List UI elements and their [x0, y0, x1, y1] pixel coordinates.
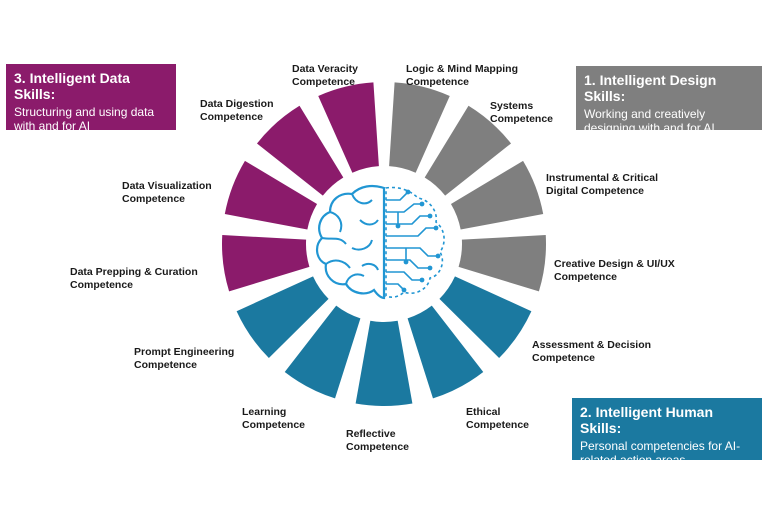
segment-label-line2: Digital Competence: [546, 185, 645, 197]
wheel-segment-human: [439, 276, 532, 358]
human-skills-description: Personal competencies for AI-related act…: [580, 439, 741, 467]
segment-label-line2: Competence: [346, 441, 410, 453]
segment-label-line1: Creative Design & UI/UX: [554, 258, 675, 270]
segment-label-line1: Systems: [490, 100, 534, 112]
design-skills-description: Working and creatively designing with an…: [584, 107, 715, 135]
segment-label-line2: Competence: [242, 419, 306, 431]
segment-label-line1: Assessment & Decision: [532, 339, 652, 351]
segment-label-line1: Ethical: [466, 406, 501, 418]
segment-label-line2: Competence: [200, 111, 264, 123]
wheel-segment-design: [424, 105, 512, 196]
segment-label-line1: Data Prepping & Curation: [70, 266, 198, 278]
wheel-segment-human: [407, 305, 484, 399]
wheel-segment-human: [236, 276, 329, 358]
wheel-segment-human: [284, 305, 361, 399]
segment-label-line1: Prompt Engineering: [134, 346, 235, 358]
design-skills-title: 1. Intelligent Design Skills:: [584, 72, 717, 104]
segment-label-line2: Competence: [70, 279, 134, 291]
segment-label-line2: Competence: [134, 359, 198, 371]
wheel-segment-data: [318, 82, 379, 173]
data-skills-box: 3. Intelligent Data Skills: Structuring …: [6, 64, 176, 133]
segment-label-line2: Competence: [406, 76, 470, 88]
human-skills-title: 2. Intelligent Human Skills:: [580, 404, 714, 436]
wheel-segment-data: [224, 160, 318, 230]
segment-label-line1: Data Visualization: [122, 180, 212, 192]
wheel-segment-data: [222, 235, 310, 292]
wheel-segment-design: [458, 235, 546, 292]
segment-label-line2: Competence: [466, 419, 530, 431]
segment-label-line1: Data Veracity: [292, 63, 358, 75]
data-skills-description: Structuring and using data with and for …: [14, 105, 155, 133]
wheel-segment-design: [389, 82, 450, 173]
segment-label-line1: Reflective: [346, 428, 396, 440]
segment-label-line1: Instrumental & Critical: [546, 172, 659, 184]
segment-label-line2: Competence: [292, 76, 356, 88]
data-skills-title: 3. Intelligent Data Skills:: [14, 70, 130, 102]
segment-label-line2: Competence: [532, 352, 596, 364]
design-skills-box: 1. Intelligent Design Skills: Working an…: [576, 66, 762, 135]
segment-label-line1: Logic & Mind Mapping: [406, 63, 518, 75]
segment-label-line2: Competence: [554, 271, 618, 283]
wheel-segment-design: [450, 160, 544, 230]
wheel-segment-human: [355, 320, 413, 407]
segment-label-line2: Competence: [122, 193, 186, 205]
human-skills-box: 2. Intelligent Human Skills: Personal co…: [572, 398, 762, 467]
wheel-segment-data: [256, 105, 344, 196]
segment-label-line1: Data Digestion: [200, 98, 274, 110]
segment-label-line1: Learning: [242, 406, 287, 418]
segment-label-line2: Competence: [490, 113, 554, 125]
brain-icon: [316, 184, 445, 300]
